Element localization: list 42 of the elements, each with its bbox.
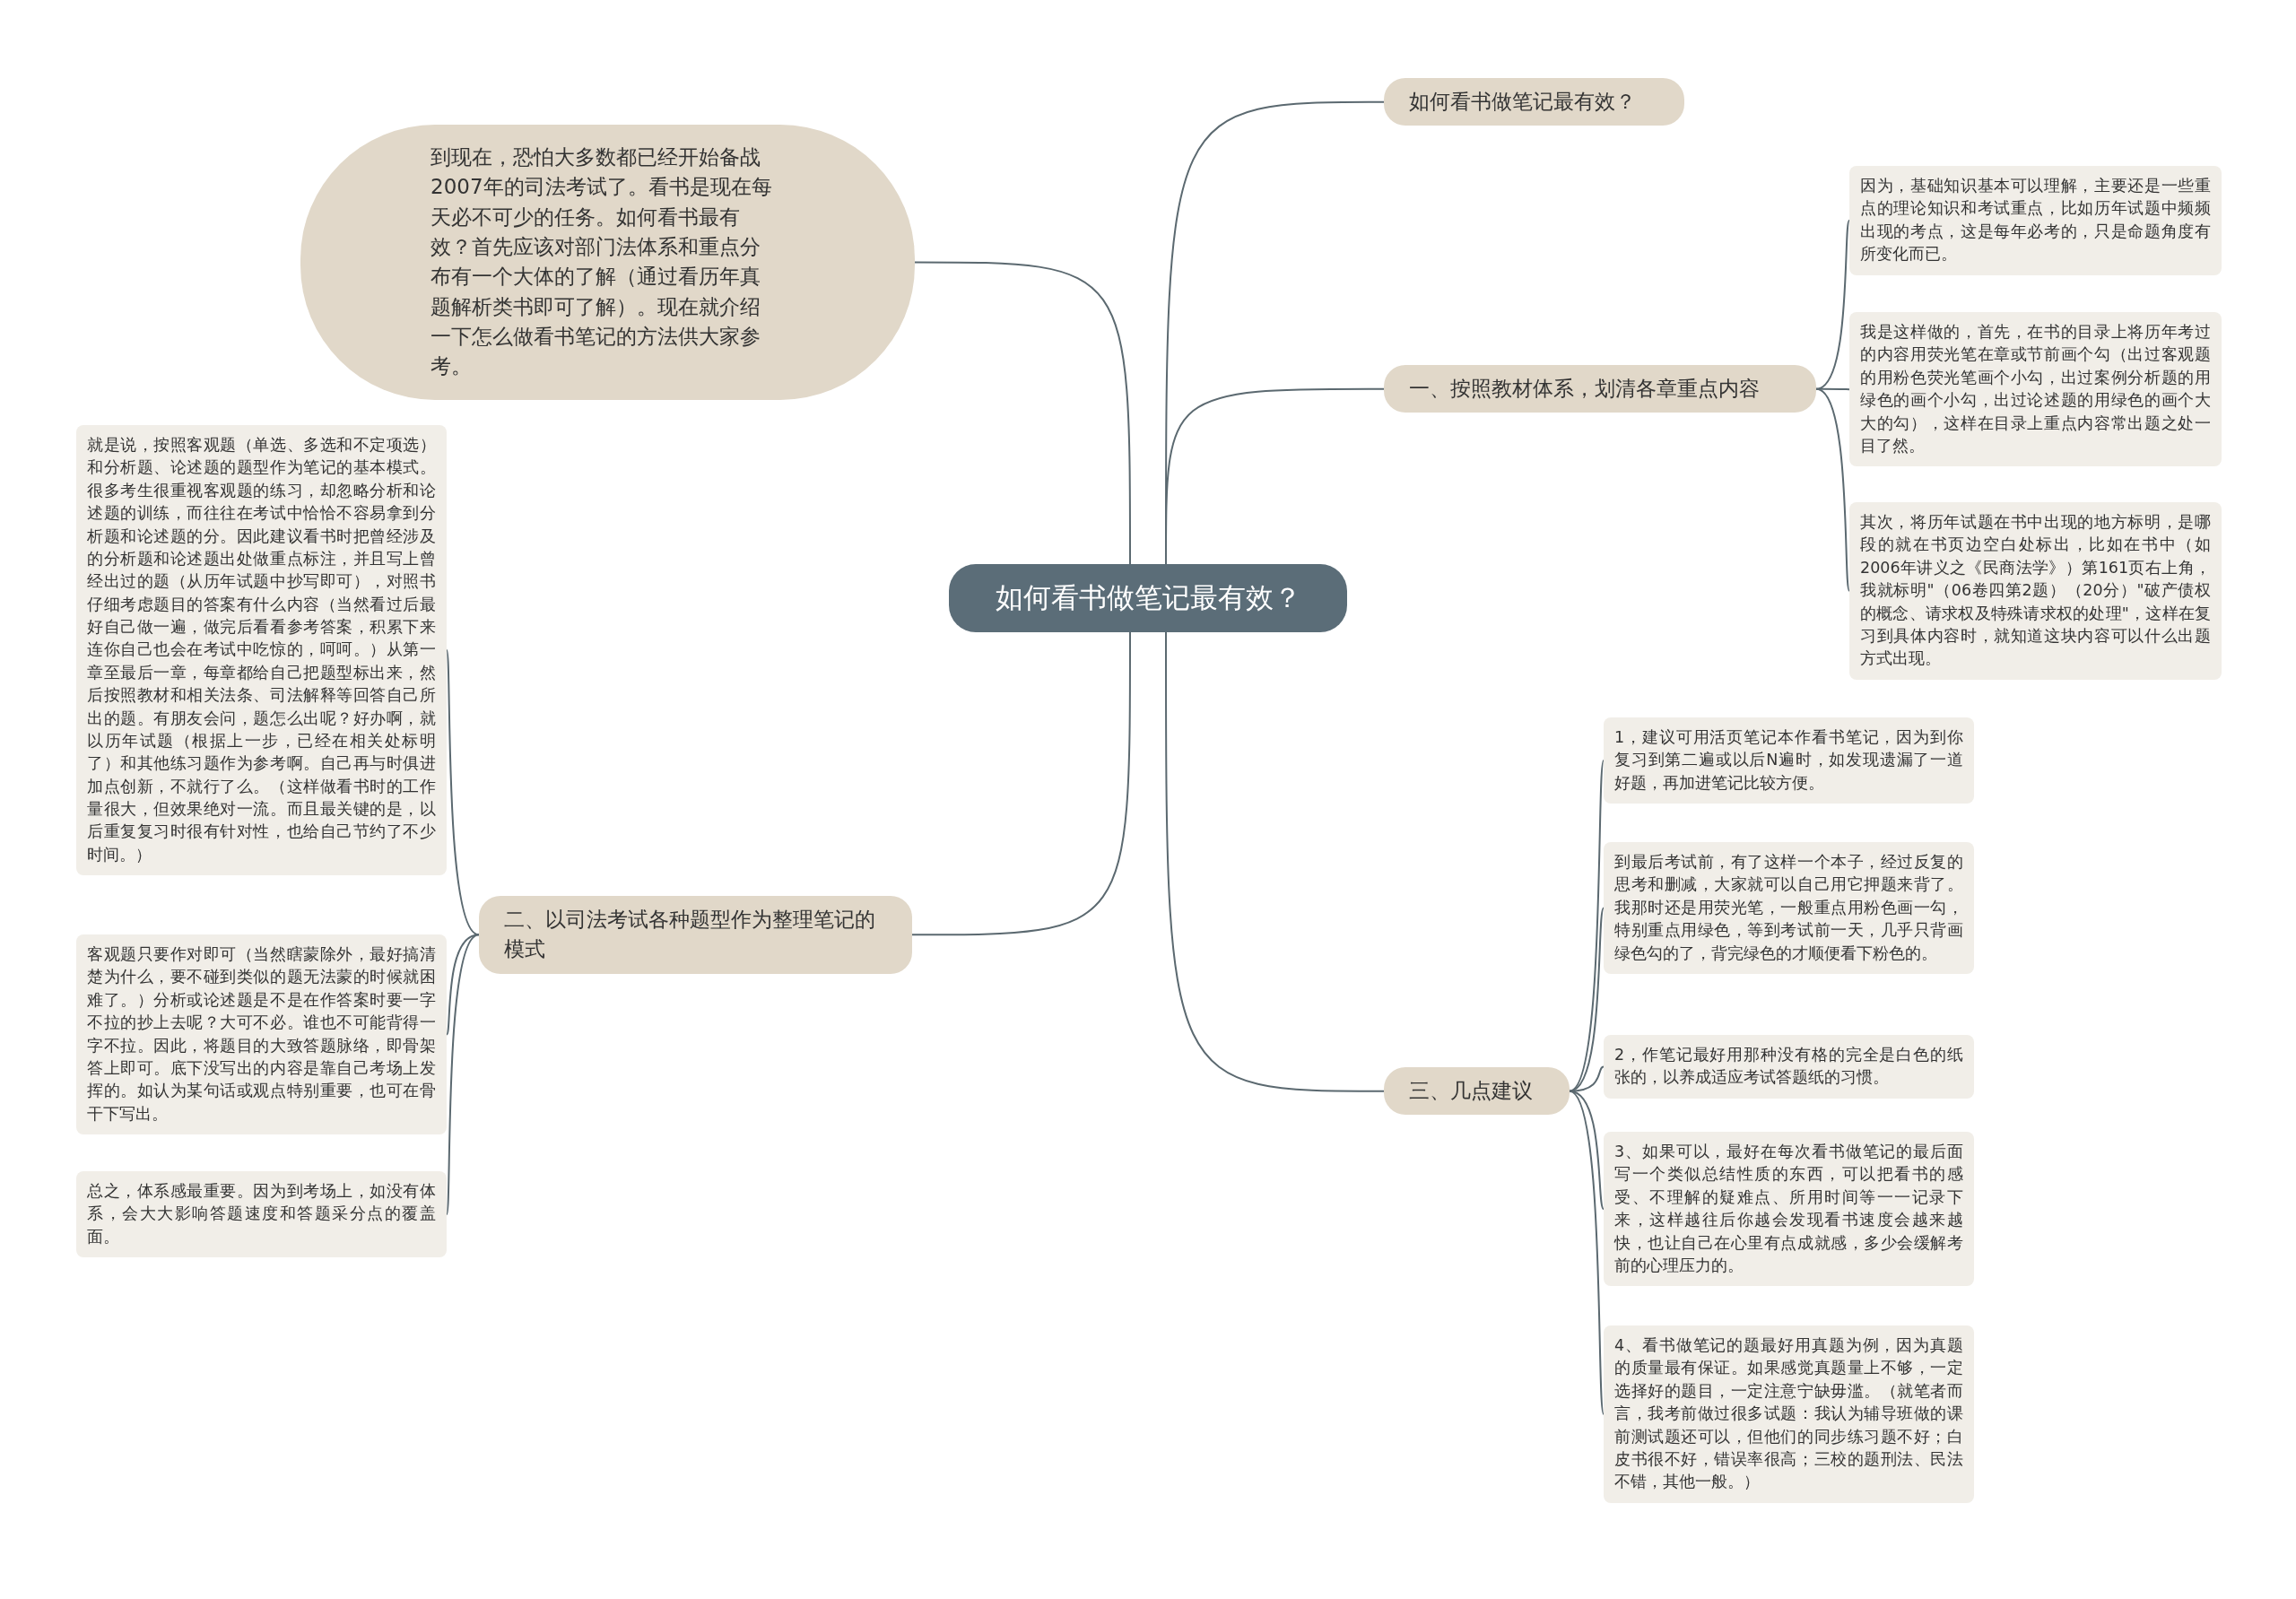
- note-card: [1849, 166, 2222, 275]
- note-text: 1，建议可用活页笔记本作看书笔记，因为到你复习到第二遍或以后N遍时，如发现遗漏了一道好题，再加进笔记比较方便。: [1614, 727, 1963, 794]
- note-card: [1849, 502, 2222, 680]
- connector-line: [1569, 1090, 1605, 1415]
- topic-text: 如何看书做笔记最有效？: [995, 580, 1301, 615]
- note-text: 总之，体系感最重要。因为到考场上，如没有体系，会大大影响答题速度和答题采分点的覆盖面。: [87, 1181, 436, 1247]
- connector-line: [446, 649, 480, 936]
- note-text: 2，作笔记最好用那种没有格的完全是白色的纸张的，以养成适应考试答题纸的习惯。: [1614, 1045, 1963, 1089]
- note-text: 其次，将历年试题在书中出现的地方标明，是哪段的就在书页边空白处标出，比如在书中（如2006年讲义之《民商法学》）第161页右上角，我就标明"（06卷四第2题）（20分）"破产债权的概念、请求权及特殊请求权的处理"，这样在复习到具体内容时，就知道这块内容可以什么出题方式出现。: [1860, 512, 2211, 670]
- note-text: 因为，基础知识基本可以理解，主要还是一些重点的理论知识和考试重点，比如历年试题中频频出现的考点，这是每年必考的，只是命题角度有所变化而已。: [1860, 176, 2211, 265]
- connector-line: [1815, 219, 1850, 390]
- connector-line: [914, 261, 1131, 565]
- topic-box: [1384, 78, 1684, 126]
- topic-box: [1384, 365, 1816, 413]
- note-card: [1604, 1132, 1974, 1287]
- note-card: [76, 934, 447, 1134]
- paragraph-text: 到现在，恐怕大多数都已经开始备战2007年的司法考试了。看书是现在每天必不可少的任务。如何看书最有效？首先应该对部门法体系和重点分布有一个大体的了解（通过看历年真题解析类书即可了解）。现在就介绍一下怎么做看书笔记的方法供大家参考。: [430, 144, 773, 380]
- note-card: [1604, 1325, 1974, 1503]
- connector-line: [1165, 631, 1385, 1092]
- note-text: 3、如果可以，最好在每次看书做笔记的最后面写一个类似总结性质的东西，可以把看书的感受、不理解的疑难点、所用时间等一一记录下来，这样越往后你越会发现看书速度会越来越快，也让自己在心里有点成就感，多少会缓解考前的心理压力的。: [1614, 1142, 1963, 1276]
- connector-line: [911, 631, 1131, 936]
- note-text: 4、看书做笔记的题最好用真题为例，因为真题的质量最有保证。如果感觉真题量上不够，一定选择好的题目，一定注意宁缺毋滥。（就笔者而言，我考前做过很多试题：我认为辅导班做的课前测试题还可以，但他们的同步练习题不好；白皮书很不好，错误率很高；三校的题刑法、民法不错，其他一般。）: [1614, 1335, 1963, 1493]
- note-text: 到最后考试前，有了这样一个本子，经过反复的思考和删减，大家就可以自己用它押题来背了。我那时还是用荧光笔，一般重点用粉色画一勾，特别重点用绿色，等到考试前一天，几乎只背画绿色勾的了，背完绿色的才顺便看下粉色的。: [1614, 852, 1963, 964]
- note-text: 我是这样做的，首先，在书的目录上将历年考过的内容用荧光笔在章或节前画个勾（出过客观题的用粉色荧光笔画个小勾，出过案例分析题的用绿色的画个小勾，出过论述题的用绿色的画个大大的勾），这样在目录上重点内容常出题之处一目了然。: [1860, 322, 2211, 456]
- note-text: 客观题只要作对即可（当然瞎蒙除外，最好搞清楚为什么，要不碰到类似的题无法蒙的时候就困难了。）分析或论述题是不是在作答案时要一字不拉的抄上去呢？大可不必。谁也不可能背得一字不拉。因此，将题目的大致答题脉络，即骨架答上即可。底下没写出的内容是靠自己考场上发挥的。如认为某句话或观点特别重要，也可在骨干下写出。: [87, 944, 436, 1125]
- note-card: [76, 1171, 447, 1258]
- topic-text: 三、几点建议: [1409, 1078, 1534, 1104]
- topic-box: [479, 896, 912, 974]
- note-card: [1604, 842, 1974, 974]
- topic-text: 如何看书做笔记最有效？: [1409, 89, 1637, 115]
- connector-line: [1815, 387, 1850, 592]
- note-card: [1604, 717, 1974, 804]
- note-card: [1604, 1035, 1974, 1099]
- topic-text: 二、以司法考试各种题型作为整理笔记的模式: [504, 907, 876, 963]
- connector-line: [1569, 907, 1605, 1092]
- connector-line: [446, 934, 480, 1216]
- topic-box: [1384, 1067, 1570, 1116]
- note-text: 就是说，按照客观题（单选、多选和不定项选）和分析题、论述题的题型作为笔记的基本模式。很多考生很重视客观题的练习，却忽略分析和论述题的训练，而往往在考试中恰恰不容易拿到分析题和论述题的分。因此建议看书时把曾经涉及的分析题和论述题出处做重点标注，并且写上曾经出过的题（从历年试题中抄写即可），对照书仔细考虑题目的答案有什么内容（当然看过后最好自己做一遍，做完后看看参考答案，积累下来连你自己也会在考试中吃惊的，呵呵。）从第一章至最后一章，每章都给自己把题型标出来，然后按照教材和相关法条、司法解释等回答自己所出的题。有朋友会问，题怎么出呢？好办啊，就以历年试题（根据上一步，已经在相关处标明了）和其他练习题作为参考啊。自己再与时俱进加点创新，不就行了么。（这样做看书时的工作量很大，但效果绝对一流。而且最关键的是，以后重复复习时很有针对性，也给自己节约了不少时间。）: [87, 435, 436, 865]
- connector-line: [446, 934, 480, 1036]
- topic-text: 一、按照教材体系，划清各章重点内容: [1409, 376, 1761, 402]
- note-card: [1849, 312, 2222, 467]
- central-topic: [949, 564, 1347, 632]
